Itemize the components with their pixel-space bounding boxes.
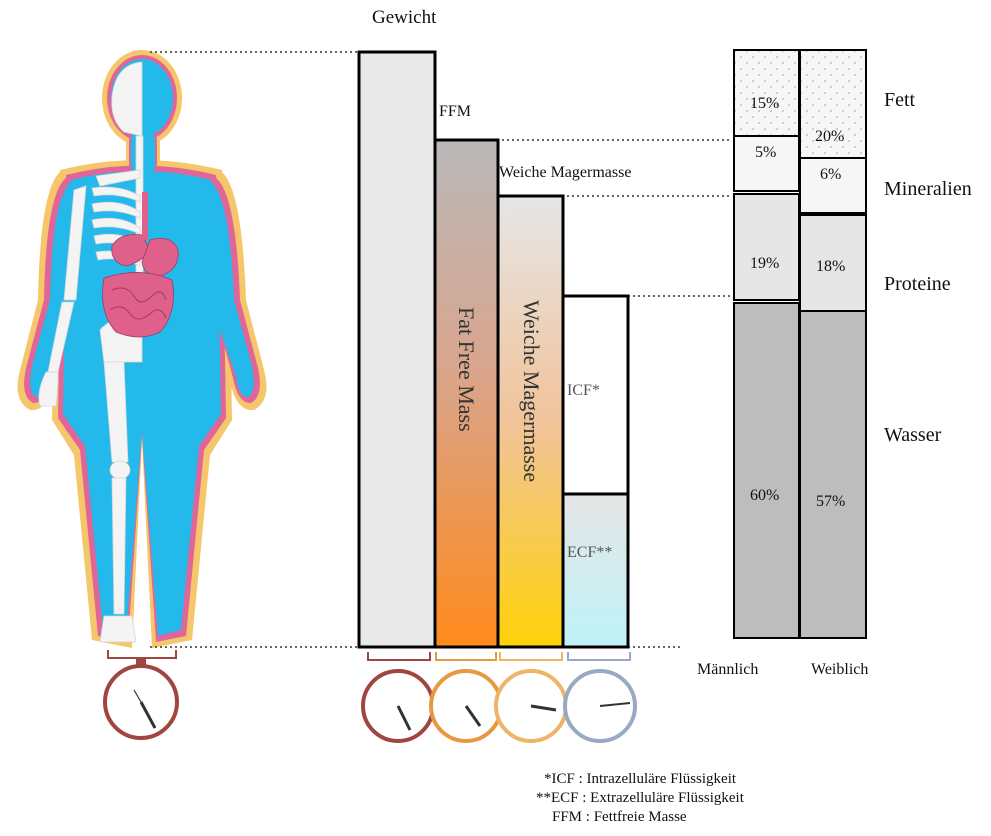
male-fat-percent: 15% [750,96,779,112]
soft-lean-scale-icon [496,652,566,741]
male-water-percent: 60% [750,488,779,504]
legend-ffm: FFM : Fettfreie Masse [500,808,830,827]
icf-label: ICF* [567,383,600,399]
ffm-vertical-label: Fat Free Mass [454,307,479,432]
legend-icf: *ICF : Intrazelluläre Flüssigkeit [500,770,830,789]
soft-lean-label: Weiche Magermasse [499,165,631,181]
male-proteins-percent: 19% [750,256,779,272]
male-fat-segment [734,50,799,136]
fluid-scale-icon [565,652,635,741]
male-minerals-percent: 5% [755,145,776,161]
soft-lean-vertical-label: Weiche Magermasse [519,300,544,482]
female-water-segment [800,311,866,638]
ecf-bar [563,494,628,647]
category-minerals: Mineralien [884,179,972,199]
weight-label: Gewicht [372,8,436,27]
legend-ecf: **ECF : Extrazelluläre Flüssigkeit [500,789,830,808]
ffm-scale-icon [431,652,501,741]
female-column-label: Weiblich [811,662,868,678]
male-proteins-segment [734,194,799,300]
ffm-label: FFM [439,104,471,120]
female-water-percent: 57% [816,494,845,510]
female-minerals-percent: 6% [820,167,841,183]
weight-bar [359,52,435,647]
category-water: Wasser [884,425,941,445]
category-fat: Fett [884,90,915,110]
human-body-illustration [18,50,267,648]
female-fat-percent: 20% [815,129,844,145]
category-proteins: Proteine [884,274,951,294]
body-scale-icon [105,650,177,738]
male-column-label: Männlich [697,662,758,678]
footnote-legend: *ICF : Intrazelluläre Flüssigkeit **ECF … [500,770,830,827]
weight-scale-icon [363,652,433,741]
composition-columns [734,50,866,638]
male-water-segment [734,303,799,638]
ecf-label: ECF** [567,545,612,561]
female-proteins-percent: 18% [816,259,845,275]
